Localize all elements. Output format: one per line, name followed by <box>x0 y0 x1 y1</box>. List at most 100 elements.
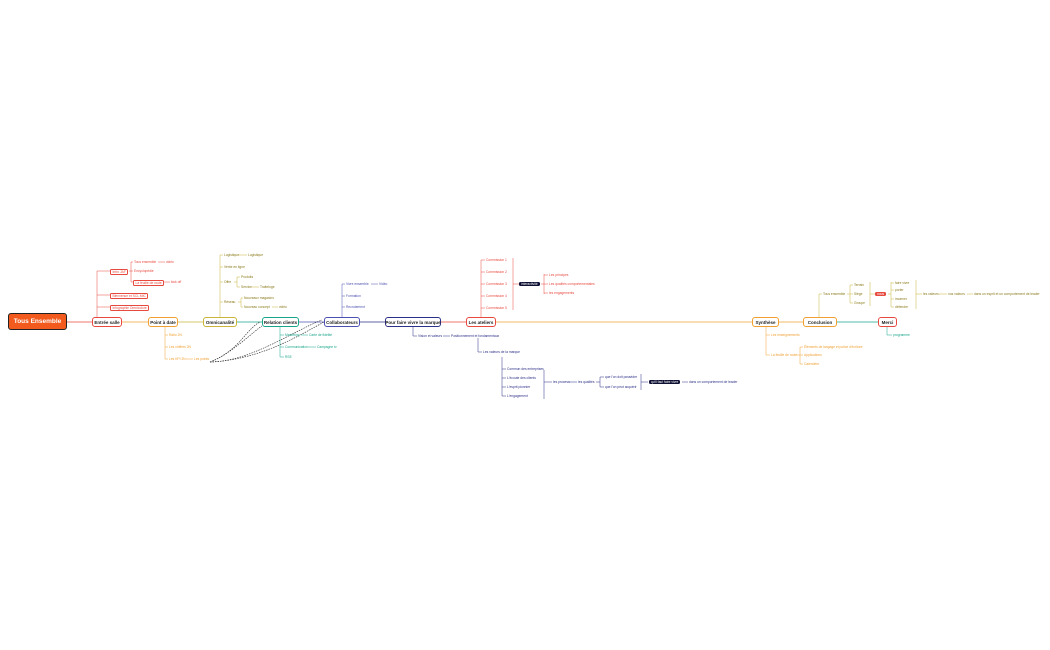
label-les-valeurs: les valeurs <box>923 292 939 296</box>
label-quil-faut: qu'il faut faire vivre <box>649 380 681 384</box>
node-synthese[interactable]: Synthèse <box>752 317 779 327</box>
label-porter: porter <box>895 288 904 292</box>
label-commission-3: Commission 3 <box>486 282 507 286</box>
label-ratio-2n: Ratio 2N <box>169 333 182 337</box>
node-merci[interactable]: Merci <box>878 317 897 327</box>
dashed-link-3 <box>209 321 325 363</box>
connector-line <box>412 327 417 337</box>
label-nos-valeurs: nos valeurs <box>948 292 965 296</box>
label-terrain: Terrain <box>854 283 865 287</box>
connectors <box>67 254 973 399</box>
label-formation: Formation <box>346 294 361 298</box>
label-commission-4: Commission 4 <box>486 294 507 298</box>
label-reseau: Réseau <box>224 300 236 304</box>
connector-line <box>818 293 822 317</box>
label-qualites-comp: Les qualités comportementales <box>549 282 595 286</box>
connector-line <box>480 259 485 317</box>
node-entree-salle[interactable]: Entrée salle <box>92 317 122 327</box>
label-les-points: Les points <box>194 357 210 361</box>
label-applications: Applications <box>804 353 822 357</box>
node-ateliers[interactable]: Les ateliers <box>466 317 496 327</box>
label-nouveaux-magasins: Nouveaux magasins <box>244 296 274 300</box>
label-offre: Offre <box>224 280 232 284</box>
label-commission-1: Commission 1 <box>486 258 507 262</box>
label-incarner: incarner <box>895 297 907 301</box>
label-engagement: L'engagement <box>507 394 528 398</box>
connector-line <box>129 261 133 272</box>
node-collaborateurs[interactable]: Collaborateurs <box>324 317 360 327</box>
label-groupe: Groupe <box>854 301 865 305</box>
label-nouveau-concept: Nouveau concept <box>244 305 270 309</box>
label-qui-doit: que l'on doit posséder <box>605 375 638 379</box>
label-engagements: les engagements <box>549 291 575 295</box>
label-feuille-route-2: La feuille de route <box>771 353 798 357</box>
label-interactivite: interactivité <box>519 282 540 286</box>
label-enseignements: Les enseignements <box>771 333 800 337</box>
label-bienvenue: Bienvenue et SCL MIC <box>110 293 149 299</box>
node-omnicanalite[interactable]: Omnicanalité <box>203 317 237 327</box>
label-kpi: Les KPI 2N <box>169 357 186 361</box>
label-logistique: Logistique <box>224 253 240 257</box>
label-faire-vivre: faire vivre <box>895 281 910 285</box>
node-conclusion[interactable]: Conclusion <box>803 317 837 327</box>
label-service: Service <box>241 285 252 289</box>
connector-line <box>164 327 168 360</box>
connector-line <box>238 297 243 303</box>
label-elements-langage: Éléments de langage et police d'écriture <box>804 345 863 349</box>
connector-line <box>886 327 892 336</box>
connector-line <box>240 302 243 308</box>
label-leader: dans un esprit et un comportement de lea… <box>974 292 1040 296</box>
label-qui-acquerir: que l'on peut acquérir <box>605 385 637 389</box>
label-infographie: Infographie Omnicolore <box>110 305 150 311</box>
label-communication: Communication <box>285 345 308 349</box>
node-faire-vivre[interactable]: Pour faire vivre la marque <box>385 317 441 327</box>
label-commission-2: Commission 2 <box>486 270 507 274</box>
label-tous-ensemble-2: Tous ensemble <box>823 292 846 296</box>
connector-line <box>847 284 853 295</box>
connector-line <box>765 327 770 356</box>
label-chiffres-2n: Les chiffres 2N <box>169 345 191 349</box>
label-commun: Commun des entreprises <box>507 367 544 371</box>
label-comportement: dans un comportement de leader <box>689 380 738 384</box>
connector-line <box>477 338 482 353</box>
label-esprit: L'esprit pionnier <box>507 385 531 389</box>
label-defendre: défendre <box>895 305 909 309</box>
connector-line <box>130 271 133 283</box>
connector-line <box>797 346 803 356</box>
node-point-date[interactable]: Point à date <box>148 317 178 327</box>
label-video-2: vidéo <box>279 305 287 309</box>
label-siege: Siège <box>854 292 863 296</box>
label-tous-ensemble: Tous ensemble <box>134 260 157 264</box>
connector-line <box>219 254 223 317</box>
label-rse: RSE <box>285 355 292 359</box>
label-encyclopedie: Encyclopédie <box>134 269 154 273</box>
label-les-process: les process <box>553 380 570 384</box>
connector-line <box>599 382 604 388</box>
label-vision-valeurs: Vision et valeurs <box>418 334 443 338</box>
dashed-link-4 <box>209 319 323 363</box>
label-logistique-2: Logistique <box>248 253 264 257</box>
label-marketing: Marketing <box>285 333 300 337</box>
connector-line <box>596 376 604 383</box>
connector-line <box>236 282 240 288</box>
dashed-link-2 <box>209 325 263 363</box>
label-video-3: Vidéo <box>379 282 388 286</box>
label-recrutement: Recrutement <box>346 305 365 309</box>
label-produits: Produits <box>241 275 254 279</box>
label-calendrier: Calendrier <box>804 362 820 366</box>
label-nous: nous <box>875 292 887 296</box>
node-relation-clients[interactable]: Relation clients <box>262 317 299 327</box>
dashed-link-1 <box>209 321 261 363</box>
label-les-qualites: les qualités <box>578 380 595 384</box>
connector-line <box>234 276 240 283</box>
label-vente-ligne: Vente en ligne <box>224 265 245 269</box>
connector-line <box>849 294 853 304</box>
label-positionnement: Positionnement et fondamentaux <box>451 334 500 338</box>
label-intro-jaf: Intro JAF <box>110 269 129 275</box>
connector-line <box>279 327 284 358</box>
label-carte-fidelite: Carte de fidélité <box>309 333 333 337</box>
connector-line <box>96 270 110 317</box>
root-node[interactable]: Tous Ensemble <box>8 313 67 330</box>
connector-line <box>501 357 506 397</box>
